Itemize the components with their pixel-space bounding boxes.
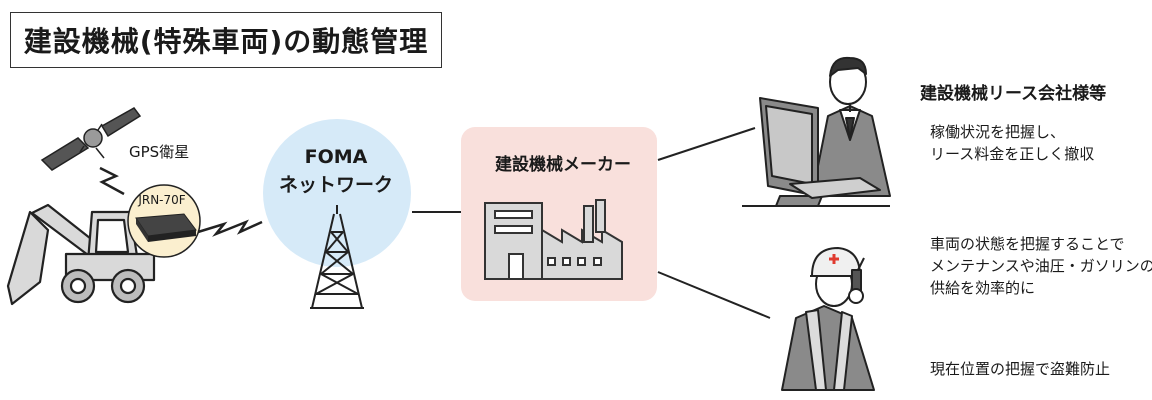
rental-benefit-line: 稼働状況を把握し、 [930,123,1066,141]
satellite-icon [40,107,142,171]
maker-worker-line [657,271,771,319]
rental-benefit-line: リース料金を正しく撤収 [930,145,1095,163]
device-signal-icon [197,219,263,237]
excavator-icon [6,203,156,306]
theft-prevention-text: 現在位置の把握で盗難防止 [930,360,1111,378]
office-worker-icon [742,56,891,207]
field-worker-icon [781,247,875,391]
rental-company-heading: 建設機械リース会社様等 [920,84,1107,104]
maintenance-benefit-line: メンテナンスや油圧・ガソリンの [930,257,1152,275]
satellite-signal-icon [99,166,125,196]
network-label-line1: FOMA [304,146,368,168]
gps-satellite-label: GPS衛星 [129,143,190,161]
rental-benefit-text: 稼働状況を把握し、 リース料金を正しく撤収 [930,121,1094,165]
maker-label: 建設機械メーカー [495,155,631,175]
device-model-label: JRN-70F [138,193,186,207]
maker-rental-line [657,127,756,161]
radio-tower-icon [310,205,364,309]
network-label-line2: ネットワーク [278,174,393,196]
network-label: FOMA ネットワーク [262,143,410,199]
factory-icon [484,199,623,280]
maintenance-benefit-text: 車両の状態を把握することで メンテナンスや油圧・ガソリンの 供給を効率的に [930,233,1152,299]
device-icon [135,213,197,242]
maintenance-benefit-line: 供給を効率的に [930,279,1036,297]
maintenance-benefit-line: 車両の状態を把握することで [930,235,1125,253]
network-circle [263,119,411,267]
page-title: 建設機械(特殊車両)の動態管理 [10,12,442,68]
